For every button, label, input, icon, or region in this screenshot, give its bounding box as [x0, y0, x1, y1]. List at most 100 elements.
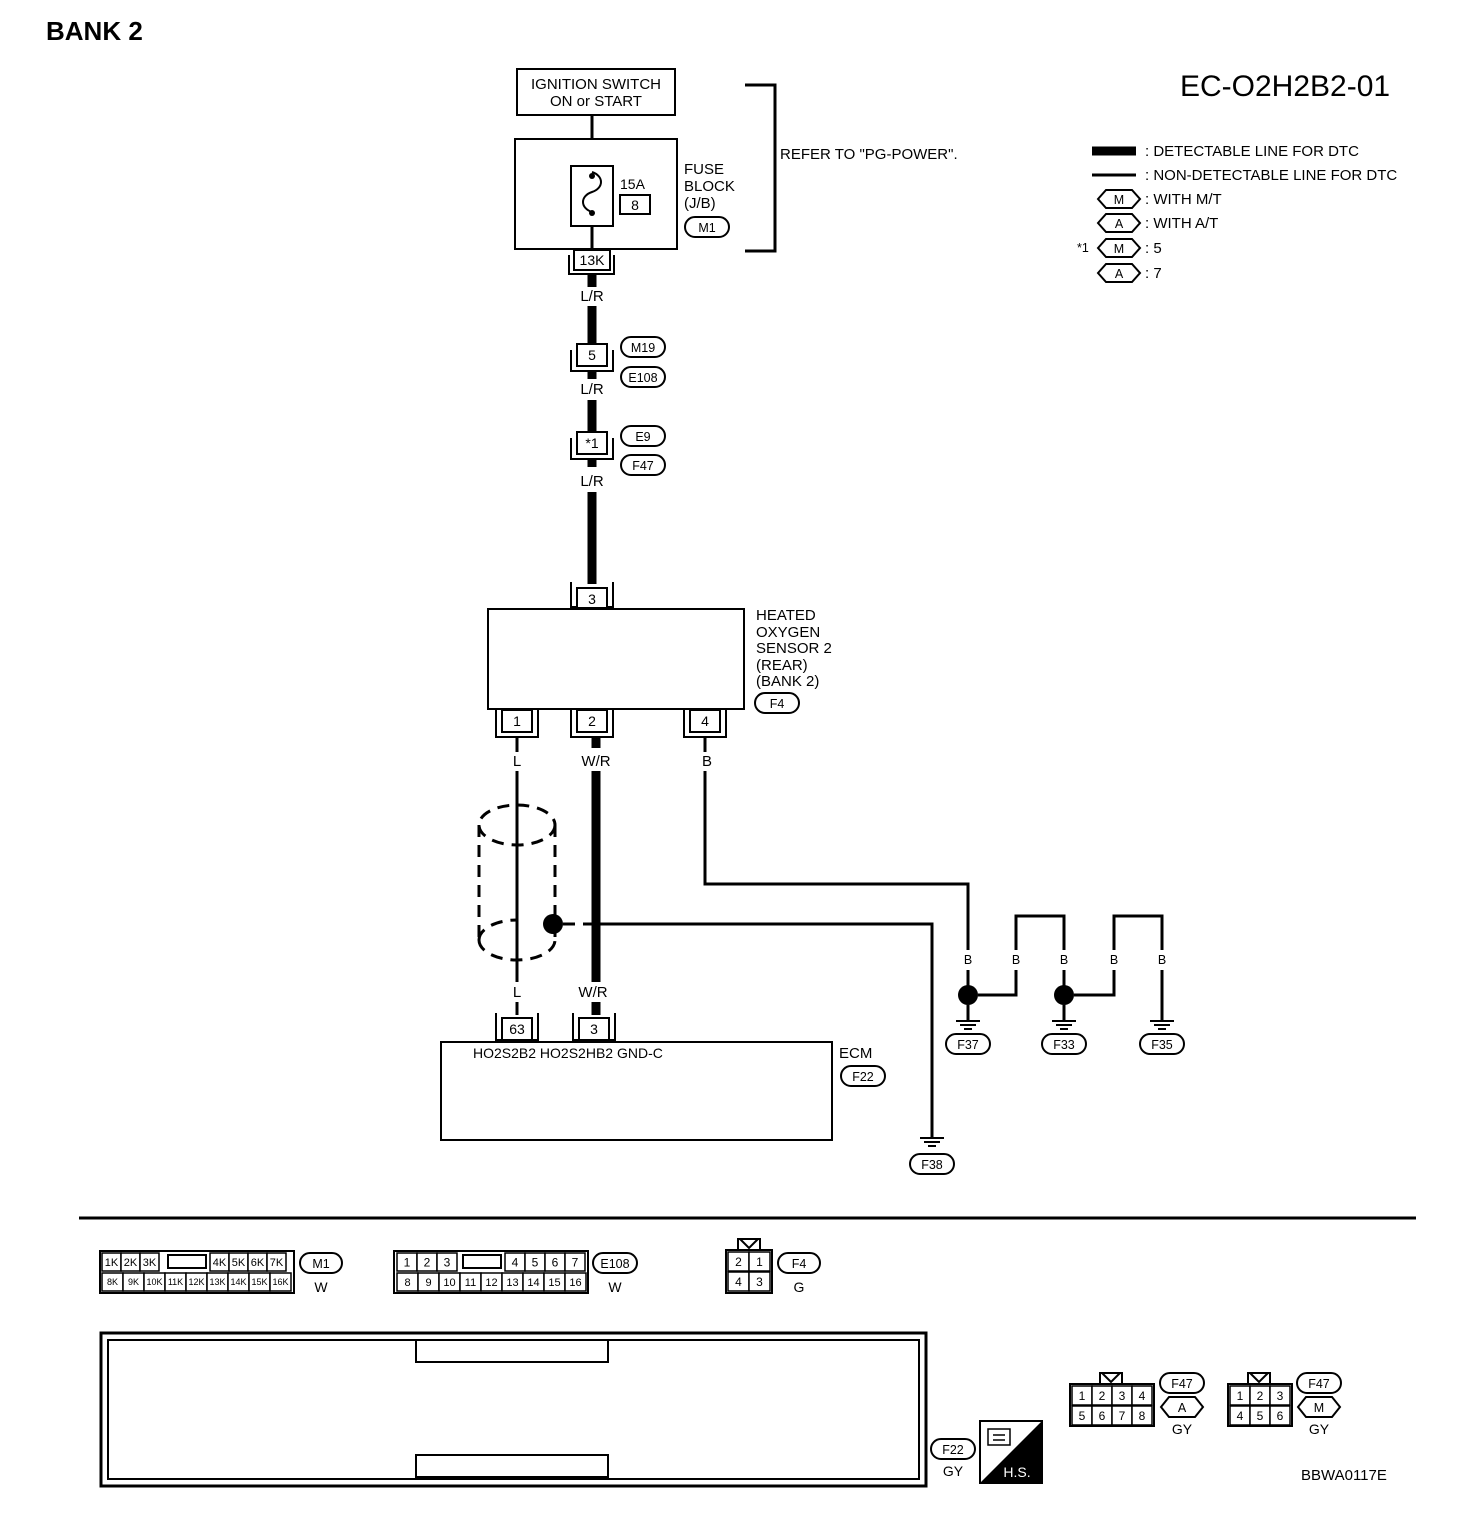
- ecm-signals: HO2S2B2 HO2S2HB2 GND-C: [473, 1045, 663, 1061]
- ignition-line2: ON or START: [550, 93, 642, 110]
- wire-b-g5: B: [1158, 953, 1166, 967]
- bank-title: BANK 2: [46, 16, 143, 46]
- wire-l-label-top: L: [513, 753, 521, 770]
- splice-dot-1: [958, 985, 978, 1005]
- f4-terminal-3-cell: [748, 1271, 771, 1292]
- sensor-pin1: 1: [513, 713, 521, 729]
- sensor-pin4: 4: [701, 713, 709, 729]
- wire-b-g4: B: [1110, 953, 1118, 967]
- sensor-line3: SENSOR 2: [756, 640, 832, 657]
- m1-terminal-3K-number: 3K: [143, 1257, 157, 1269]
- fuse-amp: 15A: [620, 176, 646, 192]
- wire-b-label-top: B: [702, 753, 712, 770]
- m1-terminal-10K-number: 10K: [146, 1277, 162, 1287]
- f47a-terminal-7-number: 7: [1119, 1409, 1126, 1423]
- at-symbol-text: A: [1115, 217, 1124, 231]
- m1-terminal-15K-number: 15K: [251, 1277, 267, 1287]
- sensor-line4: (REAR): [756, 657, 808, 674]
- harness-side-icon: [979, 1420, 1043, 1484]
- f4-terminal-1-cell: [748, 1251, 771, 1272]
- m1-terminal-13K-number: 13K: [209, 1277, 225, 1287]
- m1-terminal-1K-number: 1K: [105, 1257, 119, 1269]
- e108-terminal-1-number: 1: [404, 1255, 411, 1269]
- m1-terminal-12K-number: 12K: [188, 1277, 204, 1287]
- e108-connector-label: [592, 1252, 638, 1274]
- m1-terminal-2K-number: 2K: [124, 1257, 138, 1269]
- m1-terminal-9K-number: 9K: [128, 1277, 139, 1287]
- joint2-c2-label: [620, 454, 666, 476]
- e108-terminal-14-number: 14: [527, 1277, 539, 1289]
- fuse-icon: [582, 171, 602, 213]
- sensor-pin1-box: [501, 709, 533, 733]
- mt-symbol-icon: [1096, 189, 1142, 209]
- ground-f35-label: [1139, 1033, 1185, 1055]
- ground-f38-label: [909, 1153, 955, 1175]
- figure-id: BBWA0117E: [1301, 1467, 1387, 1484]
- ecm-pin3-box: [578, 1017, 610, 1041]
- f22-connector-label: [930, 1438, 976, 1460]
- f4-terminal-4-number: 4: [735, 1275, 742, 1289]
- ground-f33-label: [1041, 1033, 1087, 1055]
- joint2-c2: F47: [632, 459, 654, 473]
- e108-terminal-7-cell: [564, 1252, 586, 1272]
- ground-bridge-1: [1014, 914, 1066, 950]
- f47a-terminal-2-number: 2: [1099, 1389, 1106, 1403]
- refer-note: REFER TO "PG-POWER".: [780, 146, 958, 163]
- harness-side-label: H.S.: [1003, 1464, 1030, 1480]
- m1-lock-slot: [167, 1254, 207, 1269]
- joint2-box: [576, 431, 608, 455]
- wire-wr-label-bottom: W/R: [578, 984, 607, 1001]
- e108-terminal-3-cell: [436, 1252, 458, 1272]
- fuse-number: 8: [631, 197, 639, 213]
- ground-icon-f33: [1052, 1020, 1076, 1030]
- joint1-c2-label: [620, 366, 666, 388]
- f47a-lock-icon: [1099, 1372, 1123, 1384]
- wire-b-g3: B: [1060, 953, 1068, 967]
- mt-symbol-text: M: [1114, 193, 1124, 207]
- f22-connector-id: F22: [942, 1443, 964, 1457]
- f47a-terminal-4-cell: [1131, 1385, 1153, 1406]
- wire-b-g2: B: [1012, 953, 1020, 967]
- m1-connector-id: M1: [312, 1257, 329, 1271]
- f47m-terminal-3-number: 3: [1277, 1389, 1284, 1403]
- f47a-connector-color: GY: [1172, 1421, 1193, 1437]
- wire-lr-label-2: L/R: [580, 381, 604, 398]
- f4-terminal-1-number: 1: [756, 1255, 763, 1269]
- fuse-terminal-top: [589, 173, 595, 179]
- f47a-terminal-8-cell: [1131, 1405, 1153, 1426]
- m1-terminal-14K-number: 14K: [230, 1277, 246, 1287]
- power-bracket: [745, 83, 777, 253]
- at-symbol-icon: [1096, 213, 1142, 233]
- e108-lock-slot: [462, 1254, 502, 1269]
- m1-connector-label: [299, 1252, 343, 1274]
- e108-terminal-15-number: 15: [548, 1277, 560, 1289]
- wire-wr-label-top: W/R: [581, 753, 610, 770]
- ground-bridge-2: [1112, 914, 1164, 950]
- terminal-13k-box: [573, 249, 611, 271]
- wire-lr-label-1: L/R: [580, 288, 604, 305]
- m1-connector-color: W: [314, 1279, 328, 1295]
- m1-terminal-4K-number: 4K: [213, 1257, 227, 1269]
- m1-terminal-3K-cell: [139, 1252, 160, 1272]
- m1-terminal-16K-cell: [269, 1272, 292, 1292]
- star-at-symbol-icon: [1096, 263, 1142, 283]
- wire-lr-label-3: L/R: [580, 473, 604, 490]
- ecm-label: ECM: [839, 1045, 872, 1062]
- joint1-c1-label: [620, 336, 666, 358]
- f47a-terminal-5-number: 5: [1079, 1409, 1086, 1423]
- legend-non-detectable: : NON-DETECTABLE LINE FOR DTC: [1145, 167, 1397, 184]
- f47m-terminal-2-number: 2: [1257, 1389, 1264, 1403]
- legend-detectable: : DETECTABLE LINE FOR DTC: [1145, 143, 1359, 160]
- legend-with-at: : WITH A/T: [1145, 215, 1218, 232]
- ground-f35: F35: [1151, 1038, 1173, 1052]
- f4-terminal-3-number: 3: [756, 1275, 763, 1289]
- f47m-connector-color: GY: [1309, 1421, 1330, 1437]
- e108-terminal-12-number: 12: [485, 1277, 497, 1289]
- terminal-13k: 13K: [580, 252, 606, 268]
- e108-terminal-13-number: 13: [506, 1277, 518, 1289]
- sensor-line2: OXYGEN: [756, 624, 820, 641]
- f47m-terminal-6-cell: [1269, 1405, 1291, 1426]
- joint1-c2: E108: [628, 371, 657, 385]
- legend-star-a-value: : 7: [1145, 265, 1162, 282]
- f47m-terminal-1-number: 1: [1237, 1389, 1244, 1403]
